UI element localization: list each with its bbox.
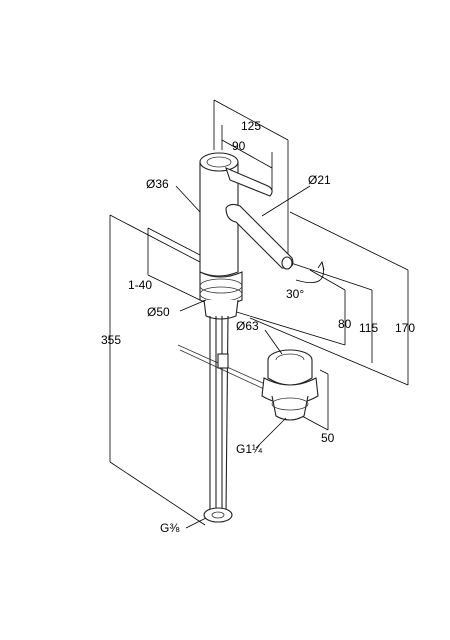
label-80: 80 (338, 317, 352, 331)
dimension-80 (229, 269, 346, 346)
dimension-90 (221, 125, 273, 190)
label-d21: Ø21 (308, 173, 331, 187)
dimension-170 (249, 211, 409, 386)
drain-assembly (261, 349, 319, 421)
leader-d36 (175, 185, 201, 213)
dimension-50 (299, 369, 329, 431)
leader-g38 (185, 517, 207, 529)
label-125: 125 (241, 119, 261, 133)
dimension-355 (109, 214, 206, 526)
label-355: 355 (101, 333, 121, 347)
label-g3-8: G⅜ (160, 521, 180, 535)
label-d36: Ø36 (146, 177, 169, 191)
label-115: 115 (359, 321, 378, 335)
label-30deg: 30° (286, 287, 304, 301)
label-90: 90 (232, 139, 246, 153)
dimension-1-40 (147, 227, 201, 301)
faucet-body (177, 152, 294, 523)
leader-d63 (264, 329, 283, 355)
lever-handle (225, 167, 273, 197)
label-d50: Ø50 (147, 305, 170, 319)
label-170: 170 (395, 321, 415, 335)
leader-d50dia (179, 299, 207, 312)
label-d63: Ø63 (236, 319, 259, 333)
label-1-40: 1-40 (128, 278, 152, 292)
label-g1-1-4: G1¼ (236, 442, 263, 456)
label-50: 50 (321, 431, 335, 445)
leader-d21 (261, 185, 311, 217)
leader-g114 (255, 417, 287, 449)
dimension-115 (287, 261, 373, 363)
